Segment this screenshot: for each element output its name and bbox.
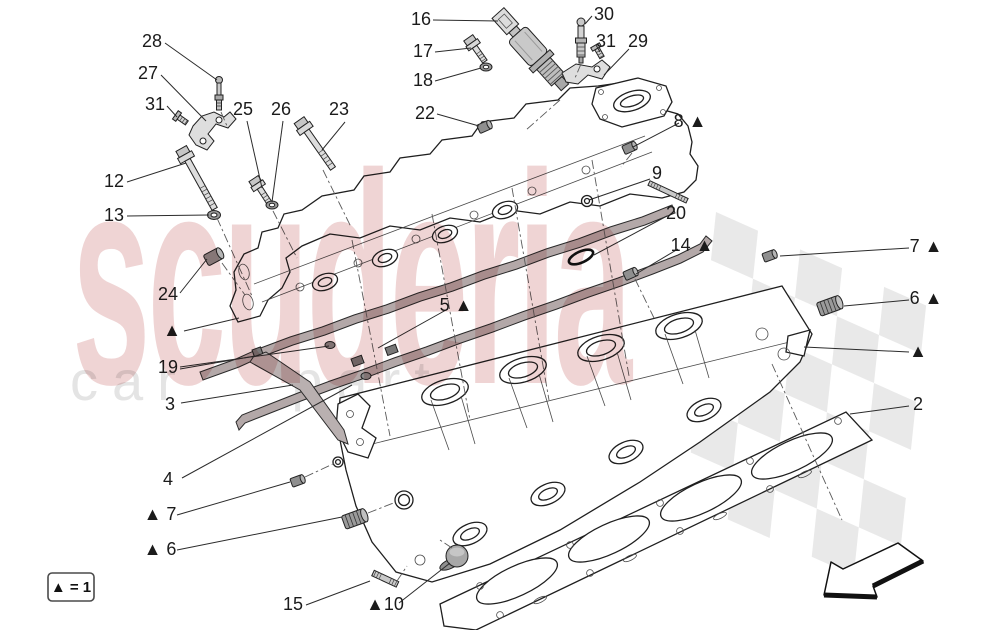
callout-20: 20 (666, 203, 686, 223)
legend-label: ▲ = 1 (51, 579, 91, 596)
o-ring-20 (567, 248, 595, 266)
callout-25: 25 (233, 99, 253, 119)
callout-19: 19 (158, 357, 178, 377)
callout-3: 3 (165, 394, 175, 414)
plug-7-left (289, 474, 306, 488)
callout-labels: 28 27 31 25 26 23 12 13 16 17 18 22 30 3… (104, 4, 942, 614)
threaded-plug-6-right (816, 295, 844, 317)
callout-28: 28 (142, 31, 162, 51)
stud-15 (371, 569, 400, 588)
stud-28 (214, 76, 224, 111)
callout-12: 12 (104, 171, 124, 191)
callout-10: ▲10 (366, 594, 404, 614)
bolt-12 (175, 144, 218, 211)
direction-arrow (823, 542, 925, 600)
callout-4: 4 (163, 469, 173, 489)
callout-triangle-left: ▲ (163, 320, 181, 340)
callout-2: 2 (913, 394, 923, 414)
screw-31-left (171, 110, 189, 126)
screw-31-right (589, 42, 605, 60)
callout-15: 15 (283, 594, 303, 614)
callout-7-right: 7 ▲ (910, 236, 943, 256)
callout-leader-lines (126, 15, 910, 606)
callout-6-left: ▲ 6 (144, 539, 177, 559)
callout-31-left: 31 (145, 94, 165, 114)
cylinder-head-drawing (332, 285, 813, 583)
washer-13 (207, 210, 221, 220)
callout-triangle-right: ▲ (909, 341, 927, 361)
stud-9 (647, 180, 689, 204)
callout-23: 23 (329, 99, 349, 119)
bracket-27 (188, 111, 237, 151)
plug-22 (476, 119, 493, 134)
callout-14: 14 ▲ (671, 235, 714, 255)
plug-24 (203, 247, 225, 266)
bolt-23 (293, 116, 337, 171)
solenoid-valve-16 (491, 6, 570, 92)
callout-13: 13 (104, 205, 124, 225)
intake-funnels (421, 311, 710, 451)
plug-7-right (761, 249, 778, 263)
callout-27: 27 (138, 63, 158, 83)
watermark-word: scuderia (72, 112, 633, 447)
cover-gasket-seals (199, 204, 713, 445)
callout-6-right: 6 ▲ (910, 288, 943, 308)
callout-30: 30 (594, 4, 614, 24)
callout-31-right: 31 (596, 31, 616, 51)
timing-rail-part3 (249, 351, 349, 445)
callout-5: 5 ▲ (440, 295, 473, 315)
bolt-17 (463, 33, 488, 64)
callout-22: 22 (415, 103, 435, 123)
sensor-30 (575, 17, 587, 64)
callout-17: 17 (413, 41, 433, 61)
bracket-29 (561, 59, 611, 85)
washer-26 (265, 200, 279, 210)
callout-29: 29 (628, 31, 648, 51)
valve-cover-drawing (229, 77, 699, 323)
head-gasket-drawing (439, 411, 874, 630)
callout-9: 9 (652, 163, 662, 183)
washer-18 (479, 62, 493, 72)
callout-26: 26 (271, 99, 291, 119)
callout-8: 8 ▲ (674, 111, 707, 131)
assembly-axis-lines (216, 63, 843, 582)
callout-18: 18 (413, 70, 433, 90)
callout-16: 16 (411, 9, 431, 29)
callout-24: 24 (158, 284, 178, 304)
legend: ▲ = 1 (47, 572, 95, 602)
threaded-plug-6-left (341, 508, 369, 530)
callout-7-left: ▲ 7 (144, 504, 177, 524)
